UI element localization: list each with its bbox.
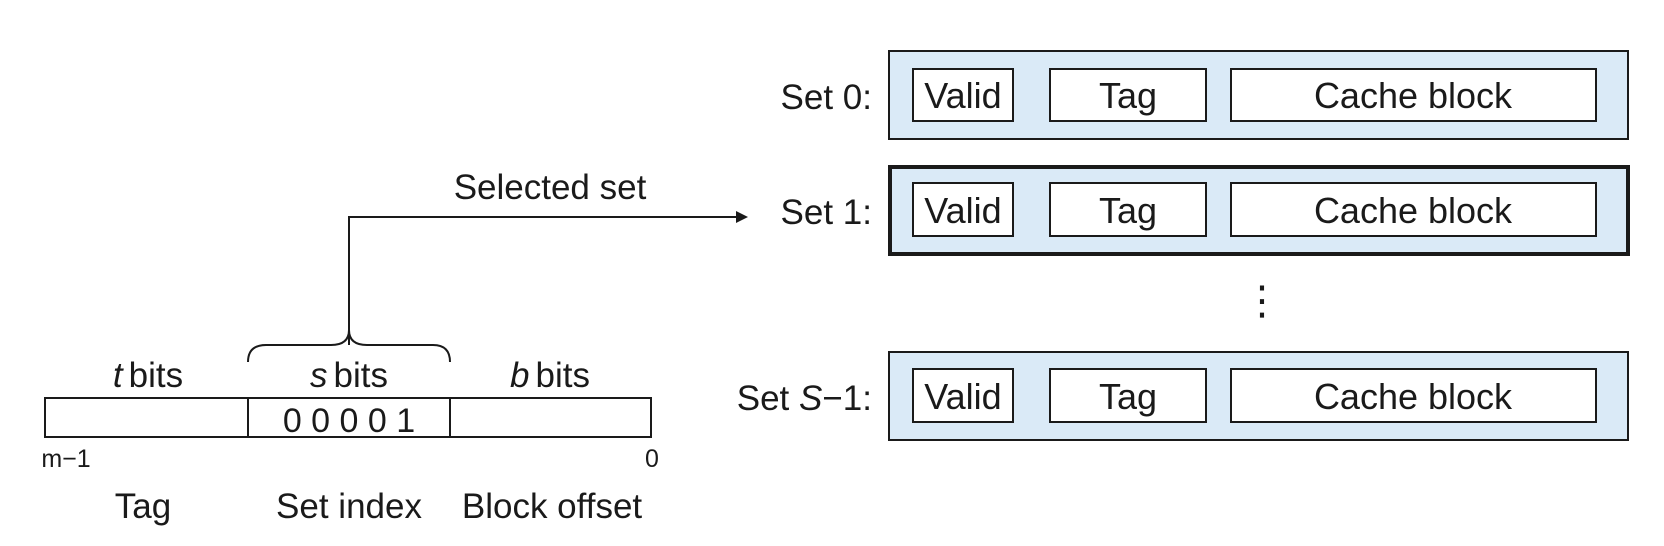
tag-bits-var: t (113, 356, 124, 395)
set-0-cache-block-cell (1230, 68, 1597, 122)
set-last-label-var: S (799, 379, 822, 418)
set-last-tag-label: Tag (1099, 376, 1157, 417)
cache-set-last: Set S−1: Valid Tag Cache block (737, 351, 1629, 441)
selected-set-label: Selected set (454, 168, 647, 207)
set-0-tag-cell (1049, 68, 1207, 122)
set-last-label-suffix: −1: (822, 379, 872, 418)
set-0-tag-label: Tag (1099, 75, 1157, 116)
address-lsb-label: 0 (645, 445, 659, 473)
set-1-tag-label: Tag (1099, 190, 1157, 231)
cache-set-1: Set 1: Valid Tag Cache block (781, 165, 1630, 256)
block-bits-word: bits (536, 356, 590, 395)
set-last-cache-block-label: Cache block (1314, 376, 1513, 417)
address-register: 0 0 0 0 1 (44, 397, 652, 440)
field-name-tag: Tag (115, 487, 171, 526)
set-1-valid-cell (912, 182, 1014, 237)
set-bits-var: s (310, 356, 328, 395)
set-0-cache-block-label: Cache block (1314, 75, 1513, 116)
selected-set-arrow (348, 211, 748, 345)
address-msb-label: m−1 (41, 445, 90, 473)
set-last-label-prefix: Set (737, 379, 799, 418)
set-0-valid-cell (912, 68, 1014, 122)
set-last-cache-block-cell (1230, 368, 1597, 423)
set-bits-brace (247, 329, 451, 363)
set-1-cache-block-cell (1230, 182, 1597, 237)
block-bits-var: b (510, 356, 529, 395)
set-1-valid-label: Valid (924, 190, 1001, 231)
set-last-valid-cell (912, 368, 1014, 423)
field-name-block-offset: Block offset (462, 487, 643, 526)
set-index-bit-values: 0 0 0 0 1 (283, 402, 415, 440)
cache-set-0: Set 0: Valid Tag Cache block (781, 50, 1629, 140)
field-name-set-index: Set index (276, 487, 422, 526)
set-last-label: Set S−1: (737, 379, 872, 418)
set-last-tag-cell (1049, 368, 1207, 423)
tag-bits-word: bits (129, 356, 183, 395)
set-bits-word: bits (334, 356, 388, 395)
set-0-valid-label: Valid (924, 75, 1001, 116)
set-ellipsis: ⋮ (1242, 279, 1282, 323)
set-1-cache-block-label: Cache block (1314, 190, 1513, 231)
set-1-tag-cell (1049, 182, 1207, 237)
set-last-valid-label: Valid (924, 376, 1001, 417)
set-1-label: Set 1: (781, 193, 872, 232)
set-0-label: Set 0: (781, 78, 872, 117)
address-register-outline (44, 397, 652, 438)
